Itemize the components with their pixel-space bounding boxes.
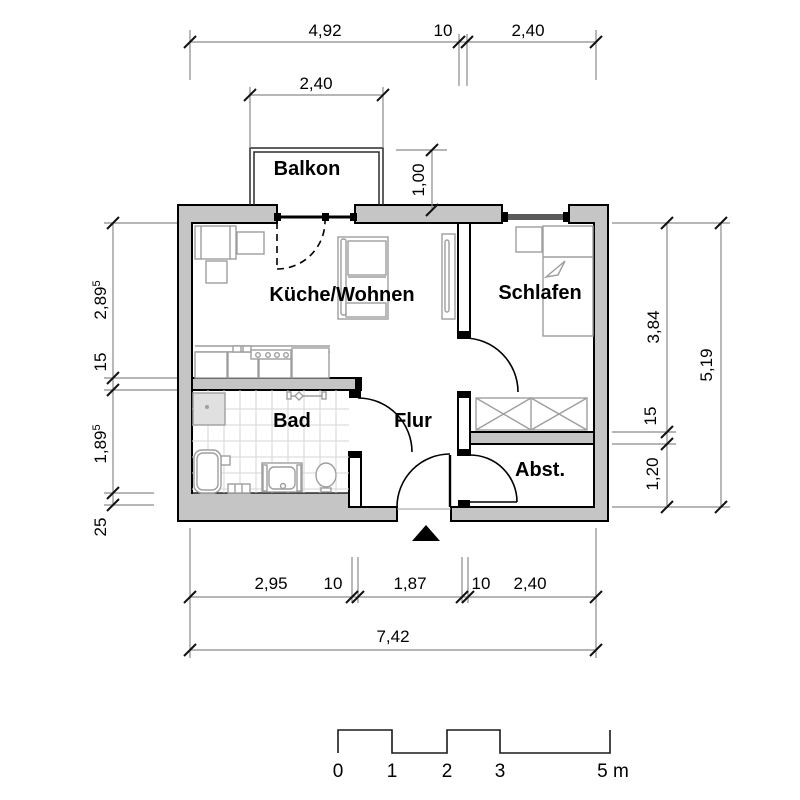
- fridge-symbol: [291, 347, 330, 379]
- entrance-arrow: [412, 525, 440, 541]
- dim-bottom-wall1: 10: [324, 574, 343, 593]
- bathtub-symbol: [193, 449, 251, 494]
- dim-left-kueche: 2,895: [91, 280, 110, 319]
- sink-symbol-bad: [261, 462, 303, 493]
- dim-bottom-total: 7,42: [376, 627, 409, 646]
- furniture-schlafen: [475, 225, 594, 431]
- radiator-symbol: [441, 233, 456, 320]
- cooktop-symbol: [250, 349, 292, 360]
- furniture-bad: [192, 391, 337, 494]
- side-table-symbol: [236, 231, 265, 255]
- balcony-door: [276, 220, 326, 270]
- dim-balcony-depth: 1,00: [409, 163, 428, 196]
- dim-bottom-flur: 1,87: [393, 574, 426, 593]
- bad-door-arc: [357, 397, 413, 453]
- sink-symbol: [232, 345, 242, 353]
- label-bad: Bad: [273, 410, 311, 432]
- shower-symbol: [192, 392, 226, 426]
- abst-door: [469, 454, 518, 503]
- outer-walls: [178, 205, 608, 521]
- dimension-ticks: [106, 35, 728, 657]
- scale-bar: 0 1 2 3 5 m: [333, 729, 629, 782]
- dim-bottom-bad: 2,95: [254, 574, 287, 593]
- doors: [276, 220, 519, 541]
- interior-walls: [191, 222, 595, 508]
- dim-right-schlafen: 3,84: [644, 310, 663, 343]
- toilet-symbol: [315, 462, 337, 493]
- ottoman-symbol: [205, 260, 228, 284]
- wall-kueche-bad: [191, 377, 362, 391]
- wall-flur-abst-stub: [458, 500, 470, 507]
- label-schlafen: Schlafen: [498, 282, 581, 304]
- dim-right-total: 5,19: [697, 348, 716, 381]
- dim-left-wall: 15: [91, 353, 110, 372]
- dim-left-bad: 1,895: [91, 424, 110, 463]
- installation-wall: [192, 493, 349, 507]
- scale-label-2: 2: [442, 761, 453, 782]
- entrance-door: [396, 453, 452, 508]
- label-flur: Flur: [394, 410, 432, 432]
- sofa-table-symbol: [337, 236, 389, 320]
- dimension-lines: [104, 30, 730, 658]
- dim-top-schlafen: 2,40: [511, 21, 544, 40]
- wall-kueche-schlafen: [457, 222, 471, 339]
- wall-schlafen-abst: [469, 431, 595, 445]
- bed-symbol: [542, 225, 594, 337]
- furniture-kueche: [194, 225, 456, 379]
- scale-label-0: 0: [333, 761, 344, 782]
- dim-balcony-width: 2,40: [299, 74, 332, 93]
- wall-bad-right: [348, 451, 362, 508]
- scale-label-1: 1: [387, 761, 398, 782]
- label-kueche: Küche/Wohnen: [269, 284, 414, 306]
- wardrobe-symbol: [475, 397, 588, 431]
- dim-bottom-abst: 2,40: [513, 574, 546, 593]
- wall-flur-abst-upper: [457, 391, 471, 456]
- scale-label-5m: 5 m: [597, 761, 629, 782]
- label-balkon: Balkon: [274, 158, 341, 180]
- schlafen-door-arc: [463, 337, 519, 393]
- dim-top-wall: 10: [434, 21, 453, 40]
- balcony: [249, 147, 384, 205]
- dim-top-kueche: 4,92: [308, 21, 341, 40]
- room-labels: Balkon Küche/Wohnen Schlafen Bad Flur Ab…: [269, 158, 581, 481]
- shower-control-symbol: [220, 455, 231, 466]
- armchair-symbol: [194, 225, 237, 260]
- dim-left-install: 25: [91, 518, 110, 537]
- dim-right-wall: 15: [641, 407, 660, 426]
- towel-radiator-symbol: [286, 391, 327, 401]
- label-abst: Abst.: [515, 459, 565, 481]
- nightstand-symbol: [515, 226, 543, 253]
- dimension-texts: 4,92 10 2,40 2,40 1,00 2,895 15 1,895 25…: [91, 21, 716, 646]
- dim-bottom-wall2: 10: [472, 574, 491, 593]
- dim-right-abst: 1,20: [643, 457, 662, 490]
- openings: [274, 212, 570, 510]
- wall-bad-stub: [349, 390, 361, 398]
- kitchen-counter-symbol: [194, 345, 330, 379]
- scale-label-3: 3: [495, 761, 506, 782]
